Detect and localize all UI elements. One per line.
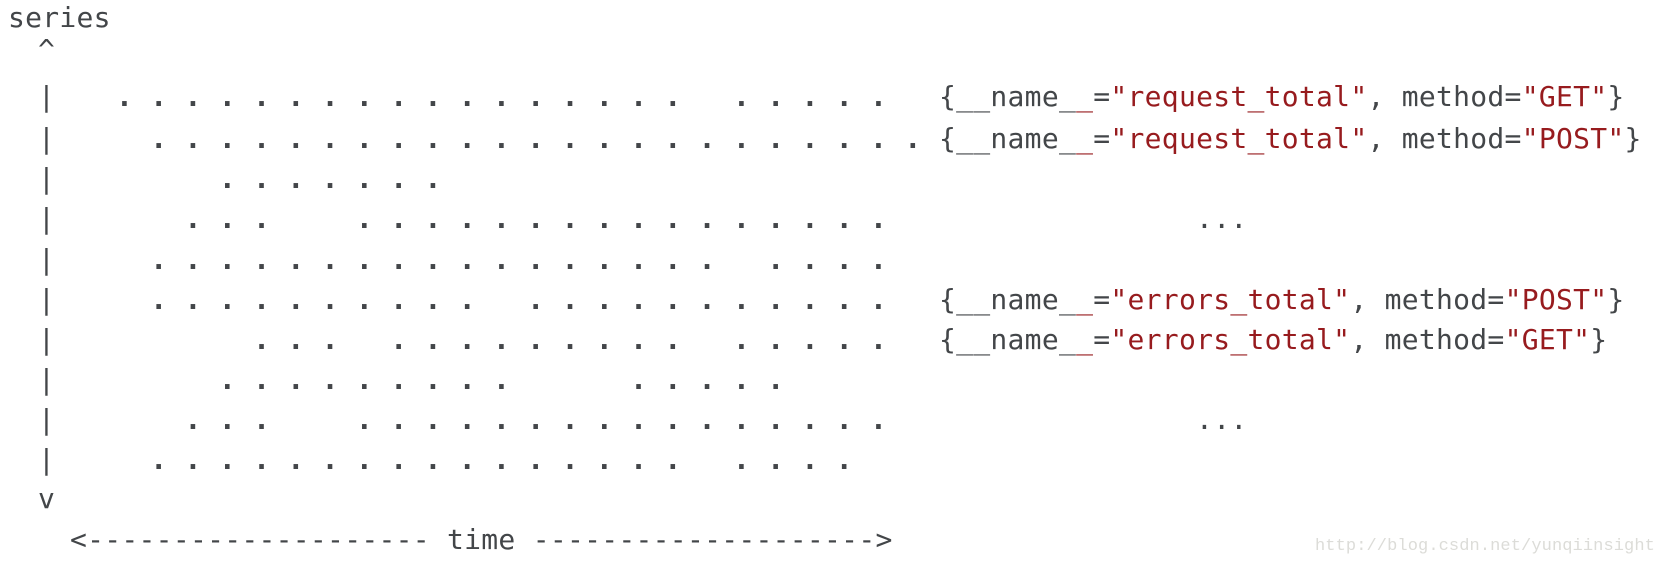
- label-plain-text: ...: [939, 403, 1248, 436]
- series-data-points: . . . . . . . . . . . . . . . . . . . . …: [116, 80, 888, 113]
- y-axis-line-segment: |: [38, 403, 56, 436]
- label-value-text: "errors_total": [1110, 283, 1351, 316]
- series-data-points: . . . . . . . . . . . . . . . . . . .: [116, 403, 888, 436]
- y-axis-line-segment: |: [38, 243, 56, 276]
- label-plain-text: }: [1607, 80, 1625, 113]
- y-axis-line-segment: |: [38, 443, 56, 476]
- label-value-text: _: [1076, 323, 1094, 356]
- label-value-text: _: [1076, 122, 1094, 155]
- label-plain-text: , method=: [1350, 283, 1505, 316]
- label-plain-text: =: [1093, 323, 1111, 356]
- label-value-text: "POST": [1504, 283, 1608, 316]
- y-axis-down-arrow: v: [38, 482, 56, 515]
- label-plain-text: {__name_: [939, 122, 1077, 155]
- series-label: ...: [939, 406, 1247, 434]
- label-plain-text: }: [1607, 283, 1625, 316]
- label-plain-text: ...: [939, 202, 1248, 235]
- series-data-points: . . . . . . . . . . . . . . . . . . . . …: [116, 122, 922, 155]
- label-plain-text: , method=: [1367, 80, 1522, 113]
- label-plain-text: {__name_: [939, 323, 1077, 356]
- watermark-text: http://blog.csdn.net/yunqiinsight: [1315, 537, 1655, 556]
- label-plain-text: , method=: [1367, 122, 1522, 155]
- label-value-text: "request_total": [1110, 122, 1368, 155]
- label-value-text: "request_total": [1110, 80, 1368, 113]
- label-value-text: _: [1076, 283, 1094, 316]
- y-axis-up-arrow: ^: [38, 33, 56, 66]
- label-value-text: "GET": [1521, 80, 1608, 113]
- series-data-points: . . . . . . .: [116, 162, 442, 195]
- series-data-points: . . . . . . . . . . . . . . . . . . . . …: [116, 243, 888, 276]
- y-axis-line-segment: |: [38, 162, 56, 195]
- series-data-points: . . . . . . . . . . . . . . . . . . . . …: [116, 283, 888, 316]
- y-axis-line-segment: |: [38, 122, 56, 155]
- label-plain-text: =: [1093, 122, 1111, 155]
- series-data-points: . . . . . . . . . . . . . . . . . . .: [116, 202, 888, 235]
- series-data-points: . . . . . . . . . . . . . . . . .: [116, 323, 888, 356]
- label-plain-text: , method=: [1350, 323, 1505, 356]
- series-label: {__name__="request_total", method="POST"…: [939, 125, 1642, 153]
- label-value-text: _: [1076, 80, 1094, 113]
- label-plain-text: =: [1093, 80, 1111, 113]
- label-value-text: "GET": [1504, 323, 1591, 356]
- series-data-points: . . . . . . . . . . . . . .: [116, 363, 785, 396]
- series-label: {__name__="errors_total", method="GET"}: [939, 326, 1607, 354]
- series-label: {__name__="request_total", method="GET"}: [939, 83, 1625, 111]
- series-data-points: . . . . . . . . . . . . . . . . . . . .: [116, 443, 853, 476]
- label-plain-text: {__name_: [939, 283, 1077, 316]
- label-plain-text: }: [1624, 122, 1642, 155]
- label-value-text: "errors_total": [1110, 323, 1351, 356]
- label-plain-text: {__name_: [939, 80, 1077, 113]
- label-plain-text: }: [1590, 323, 1608, 356]
- series-label: ...: [939, 205, 1247, 233]
- time-axis: <-------------------- time -------------…: [70, 523, 893, 556]
- y-axis-line-segment: |: [38, 283, 56, 316]
- y-axis-line-segment: |: [38, 80, 56, 113]
- y-axis-line-segment: |: [38, 363, 56, 396]
- y-axis-title: series: [8, 1, 111, 34]
- label-plain-text: =: [1093, 283, 1111, 316]
- series-label: {__name__="errors_total", method="POST"}: [939, 286, 1625, 314]
- y-axis-line-segment: |: [38, 202, 56, 235]
- y-axis-line-segment: |: [38, 323, 56, 356]
- label-value-text: "POST": [1521, 122, 1625, 155]
